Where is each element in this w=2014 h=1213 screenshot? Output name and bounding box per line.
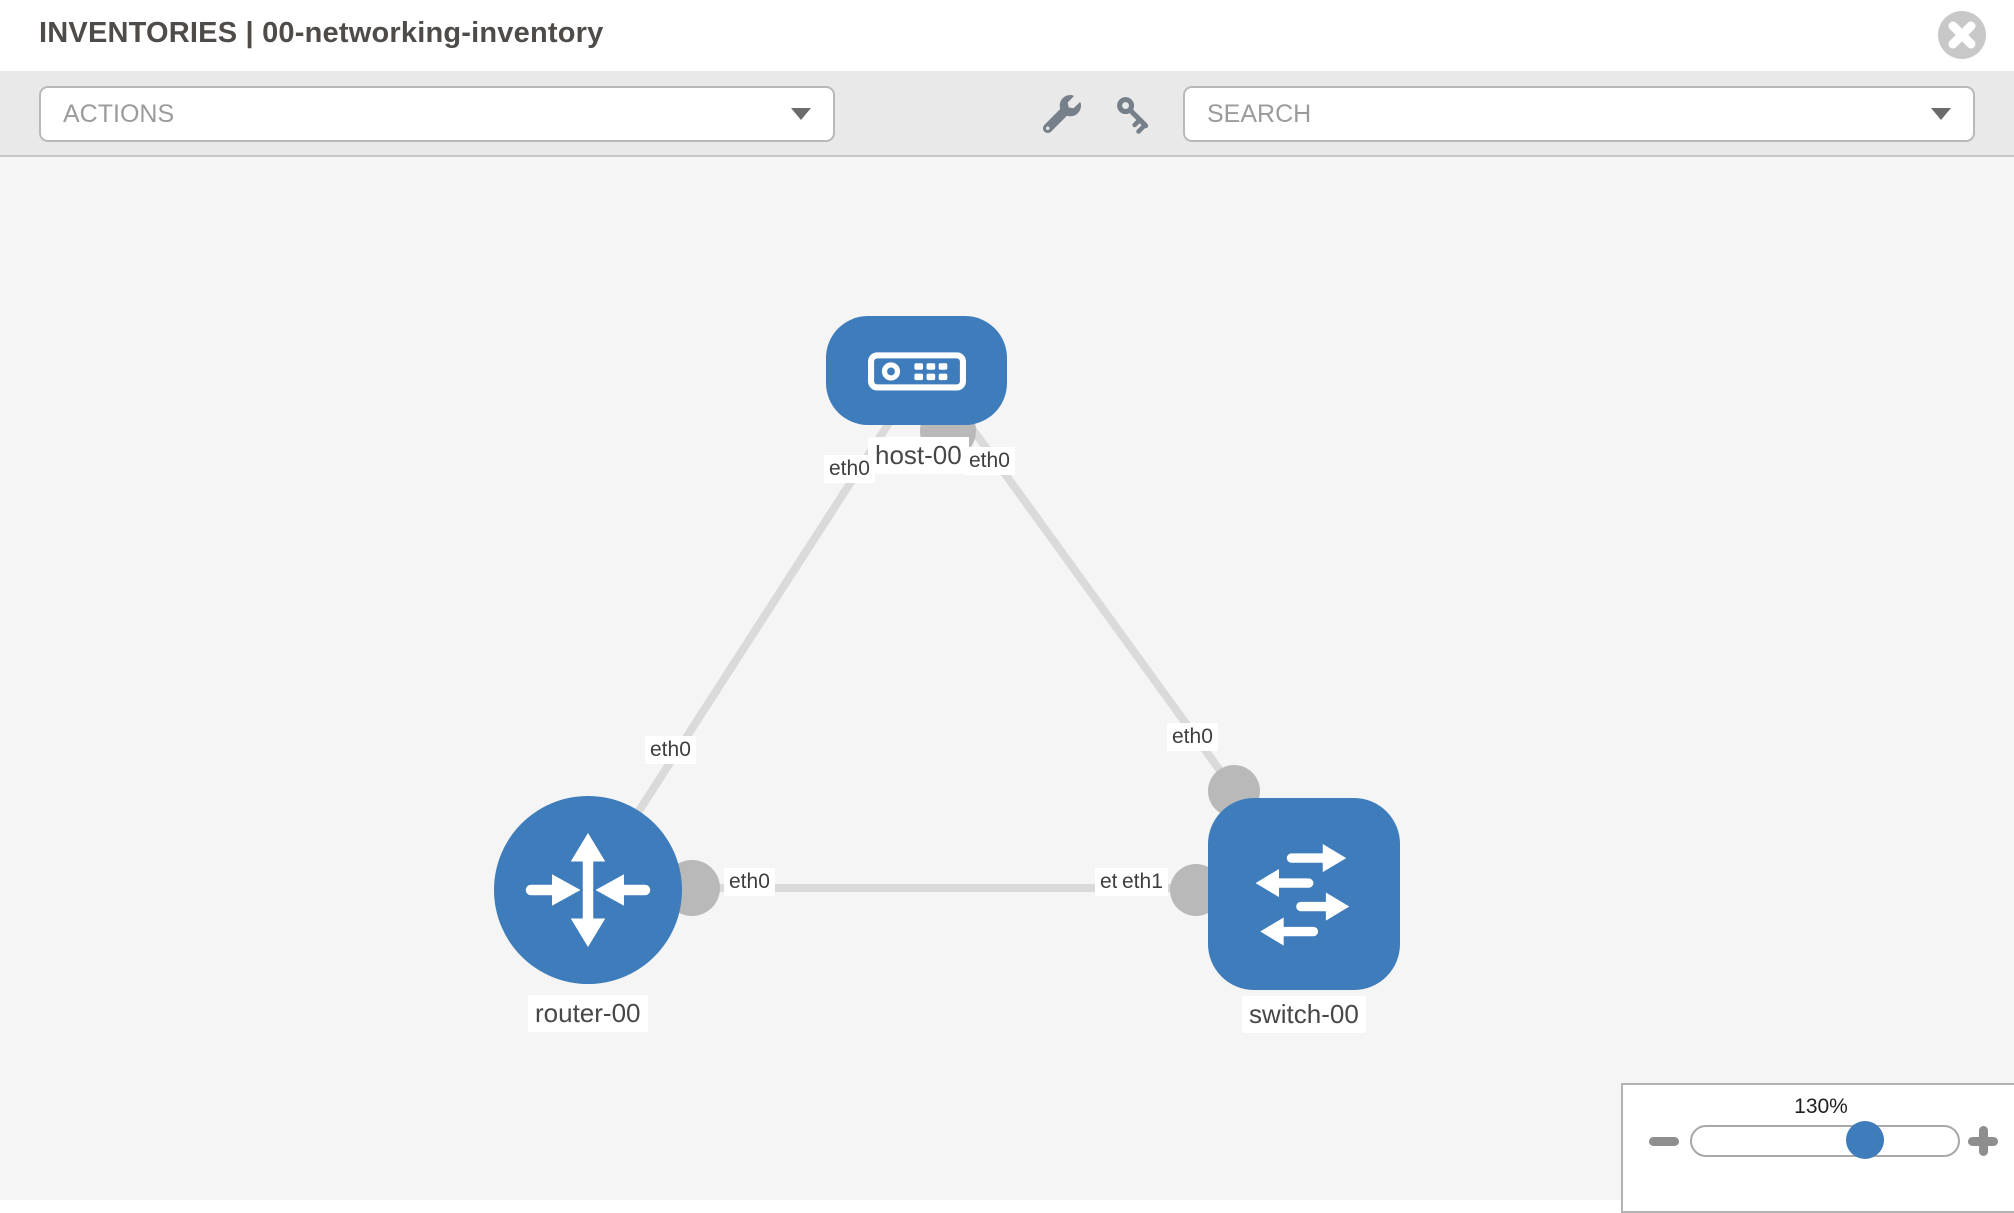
chevron-down-icon — [1931, 108, 1951, 120]
zoom-panel: 130% — [1621, 1083, 2014, 1213]
wrench-icon — [1043, 95, 1081, 133]
close-button[interactable] — [1937, 10, 1987, 60]
zoom-level: 130% — [1794, 1095, 1848, 1118]
interface-label: eth0 — [824, 455, 875, 483]
actions-dropdown[interactable]: ACTIONS — [39, 86, 835, 142]
interface-label: eth0 — [964, 447, 1015, 475]
zoom-slider-handle[interactable] — [1846, 1121, 1884, 1159]
zoom-in-button[interactable] — [1968, 1126, 1998, 1156]
modal-header: INVENTORIES | 00-networking-inventory — [0, 0, 2014, 71]
credentials-button[interactable] — [1112, 93, 1156, 135]
toolbar: ACTIONS SEARCH — [0, 71, 2014, 157]
switch-arrows-icon — [1255, 844, 1350, 946]
node-router-00[interactable] — [494, 796, 682, 984]
key-icon — [1117, 97, 1149, 134]
node-host-00[interactable] — [826, 316, 1007, 425]
node-switch-00[interactable] — [1208, 798, 1400, 990]
router-arrows-icon — [525, 833, 651, 947]
page-title: INVENTORIES | 00-networking-inventory — [39, 17, 604, 49]
configure-button[interactable] — [1040, 93, 1084, 135]
node-label-router-00: router-00 — [528, 995, 648, 1032]
search-dropdown[interactable]: SEARCH — [1183, 86, 1975, 142]
interface-label: eth0 — [1167, 723, 1218, 751]
search-placeholder: SEARCH — [1207, 99, 1312, 128]
node-label-switch-00: switch-00 — [1242, 996, 1366, 1033]
close-icon — [1938, 11, 1986, 59]
server-icon — [867, 351, 966, 390]
chevron-down-icon — [791, 108, 811, 120]
actions-dropdown-label: ACTIONS — [63, 99, 175, 128]
interface-label: eth1 — [1117, 868, 1168, 896]
zoom-slider[interactable] — [1690, 1121, 1960, 1159]
zoom-out-button[interactable] — [1649, 1137, 1679, 1146]
interface-label: eth0 — [645, 736, 696, 764]
node-label-host-00: host-00 — [868, 437, 969, 474]
plus-icon — [1979, 1126, 1988, 1156]
interface-label: eth0 — [724, 868, 775, 896]
topology-canvas[interactable] — [0, 157, 2014, 1200]
